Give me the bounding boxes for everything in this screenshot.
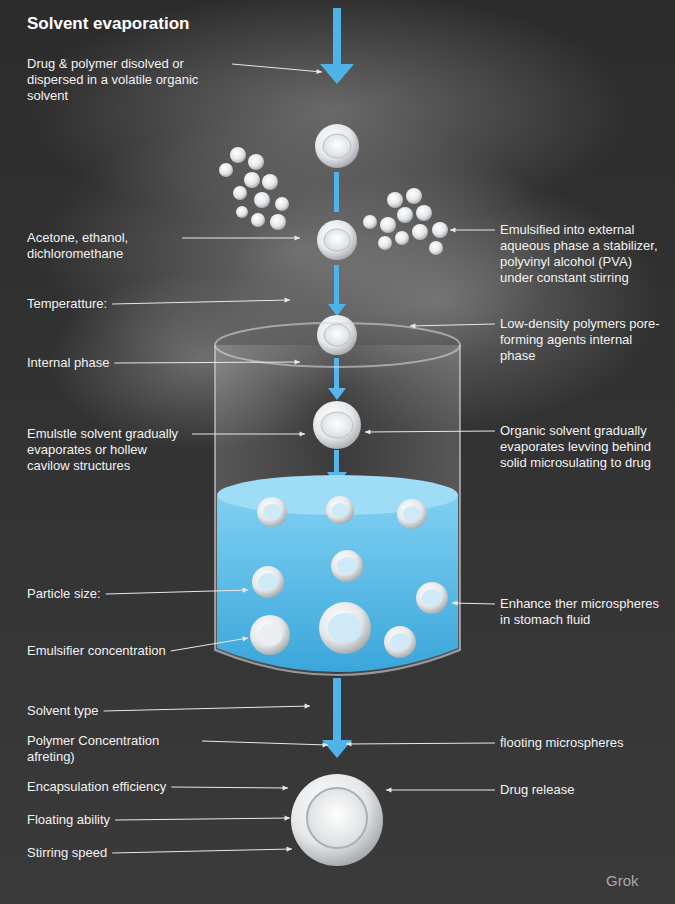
callout-label: Emulsified into external aqueous phase a… xyxy=(500,222,668,286)
callout-label: Emulstle solvent gradually evaporates or… xyxy=(27,426,187,474)
callout-label: Low-density polymers pore-forming agents… xyxy=(500,316,668,364)
callout-label: Organic solvent gradually evaporates lev… xyxy=(500,423,668,471)
leader-arrowhead xyxy=(295,359,300,364)
callout-label: Solvent type xyxy=(27,703,99,719)
callout-label: Emulsifier concentration xyxy=(27,643,166,659)
leader-line xyxy=(450,230,495,231)
callout-label: ḟlooting microspheres xyxy=(500,735,624,751)
callout-label: Floating ability xyxy=(27,812,110,828)
leader-line xyxy=(192,434,305,435)
leader-arrowhead xyxy=(300,431,305,436)
leader-line xyxy=(114,362,300,363)
callout-label: Acetone, ethanol, dichloromethane xyxy=(27,230,177,262)
leader-line xyxy=(232,64,322,72)
callout-label: Temperatture: xyxy=(27,296,107,312)
leader-arrowhead xyxy=(410,323,415,328)
leader-line xyxy=(112,849,292,853)
leader-arrowhead xyxy=(316,69,322,74)
leader-arrowhead xyxy=(283,785,288,790)
leader-line xyxy=(365,431,495,432)
leader-arrowhead xyxy=(243,588,248,593)
leader-arrowhead xyxy=(242,636,248,641)
leader-line xyxy=(112,300,290,304)
leader-line xyxy=(104,706,310,711)
leader-arrowhead xyxy=(346,741,351,746)
leader-arrowhead xyxy=(285,815,290,820)
leader-arrowhead xyxy=(295,235,300,240)
leader-line xyxy=(452,603,495,604)
leader-arrowhead xyxy=(365,429,370,434)
leader-line xyxy=(410,324,495,326)
callout-label: Drug & polymer disolved or dispersed in … xyxy=(27,56,227,104)
leader-line xyxy=(115,818,290,820)
leader-line xyxy=(106,590,248,594)
leader-line xyxy=(202,741,328,745)
leader-arrowhead xyxy=(322,742,328,747)
leader-line xyxy=(171,638,248,651)
callout-label: Drug release xyxy=(500,782,574,798)
leader-arrowhead xyxy=(285,298,290,303)
callout-label: Polymer Concentration afreting) xyxy=(27,733,197,765)
callout-label: Particle size: xyxy=(27,586,101,602)
watermark: Grok xyxy=(606,873,639,889)
callout-label: Stirring speed xyxy=(27,845,107,861)
leader-arrowhead xyxy=(305,704,310,709)
leader-arrowhead xyxy=(386,787,391,792)
callout-label: Enhance ther microspheres in stomach flu… xyxy=(500,596,660,628)
leader-line xyxy=(182,238,300,239)
leader-line xyxy=(386,790,495,791)
leader-line xyxy=(346,743,495,744)
leader-arrowhead xyxy=(287,847,292,852)
leader-arrowhead xyxy=(452,601,457,606)
leader-arrowhead xyxy=(450,227,455,232)
callout-label: Internal phase xyxy=(27,355,109,371)
leader-line xyxy=(171,787,288,788)
callout-label: Encapsulation efficiency xyxy=(27,779,166,795)
title: Solvent evaporation xyxy=(27,14,189,34)
